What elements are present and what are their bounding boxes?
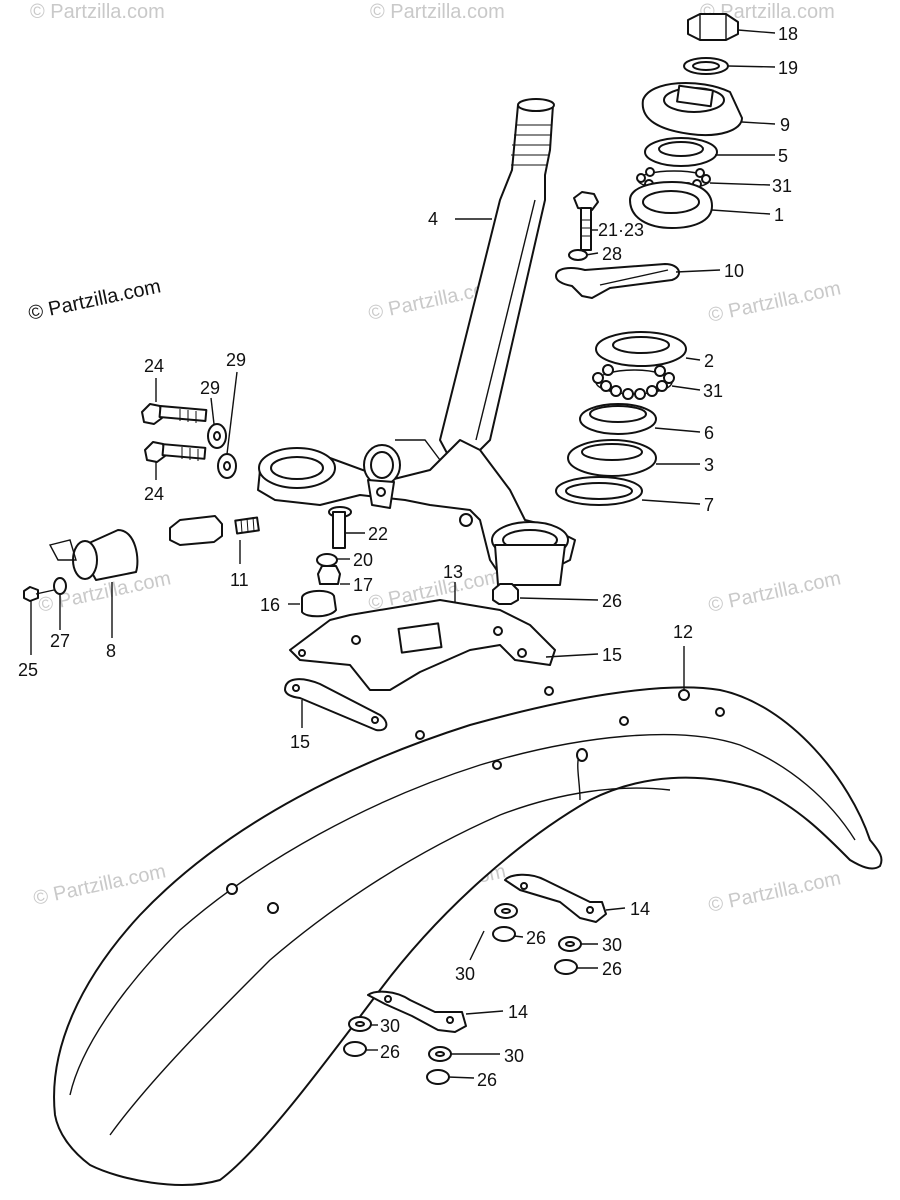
steering-stem	[439, 98, 555, 461]
callout-28: 28	[602, 244, 622, 264]
fork-brace-plate	[289, 599, 556, 691]
lower-bearing-stack	[555, 331, 687, 506]
callout-17: 17	[353, 575, 373, 595]
callout-14: 14	[630, 899, 650, 919]
watermark-faint: © Partzilla.com	[706, 867, 842, 917]
callout-15: 15	[290, 732, 310, 752]
callout-25: 25	[18, 660, 38, 680]
watermark-faint: © Partzilla.com	[30, 1, 165, 23]
lock-bolt	[568, 191, 599, 261]
callout-19: 19	[778, 58, 798, 78]
callout-1: 1	[774, 205, 784, 225]
callout-5: 5	[778, 146, 788, 166]
callout-9: 9	[780, 115, 790, 135]
callout-14: 14	[508, 1002, 528, 1022]
callout-30: 30	[380, 1016, 400, 1036]
watermark-primary: © Partzilla.com	[26, 275, 162, 325]
front-fender	[53, 686, 883, 1186]
callout-27: 27	[50, 631, 70, 651]
callout-16: 16	[260, 595, 280, 615]
callout-22: 22	[368, 524, 388, 544]
callout-26: 26	[526, 928, 546, 948]
callout-8: 8	[106, 641, 116, 661]
watermark-faint: © Partzilla.com	[700, 1, 835, 23]
callout-31: 31	[703, 381, 723, 401]
callout-30: 30	[602, 935, 622, 955]
fender-stay-upper	[504, 873, 607, 923]
fender-stay-lower	[367, 990, 467, 1033]
callout-20: 20	[353, 550, 373, 570]
ball-bearing-row	[592, 364, 675, 400]
callout-10: 10	[724, 261, 744, 281]
watermark-faint: © Partzilla.com	[706, 277, 842, 327]
callout-18: 18	[778, 24, 798, 44]
bridge-nut	[492, 583, 519, 605]
top-bearing-stack	[629, 13, 743, 229]
callout-26: 26	[477, 1070, 497, 1090]
callout-29: 29	[226, 350, 246, 370]
watermark-faint: © Partzilla.com	[706, 567, 842, 617]
clamp-assembly	[23, 515, 260, 602]
callout-2: 2	[704, 351, 714, 371]
watermark-faint: © Partzilla.com	[31, 860, 167, 910]
callout-13: 13	[443, 562, 463, 582]
callout-24: 24	[144, 356, 164, 376]
callout-12: 12	[673, 622, 693, 642]
callout-11: 11	[230, 570, 249, 590]
callout-4: 4	[428, 209, 438, 229]
callout-24: 24	[144, 484, 164, 504]
lower-fork-bridge	[257, 439, 576, 586]
callout-6: 6	[704, 423, 714, 443]
callout-26: 26	[602, 959, 622, 979]
callout-26: 26	[602, 591, 622, 611]
callout-31: 31	[772, 176, 792, 196]
callout-15: 15	[602, 645, 622, 665]
callout-30: 30	[455, 964, 475, 984]
callout-21-23: 21·23	[598, 220, 644, 240]
callout-29: 29	[200, 378, 220, 398]
pinch-bolts	[141, 403, 237, 479]
lock-plate	[555, 263, 681, 299]
stem-bolt-stack	[301, 506, 352, 618]
callout-labels: 18 19 9 5 31 1 21·23 28 10 4 2 31 6 3 7 …	[18, 24, 798, 1090]
leader-lines	[30, 29, 776, 1079]
callout-3: 3	[704, 455, 714, 475]
callout-7: 7	[704, 495, 714, 515]
fork-bracket-lower	[284, 678, 388, 732]
stay-hardware	[343, 903, 582, 1085]
watermark-faint: © Partzilla.com	[370, 1, 505, 23]
callout-30: 30	[504, 1046, 524, 1066]
callout-26: 26	[380, 1042, 400, 1062]
